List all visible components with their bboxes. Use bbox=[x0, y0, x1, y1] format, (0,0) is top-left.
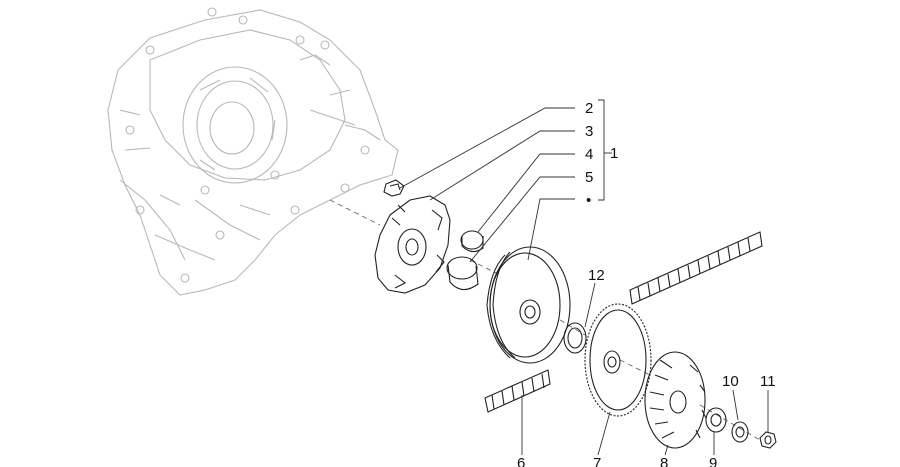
label-9: 9 bbox=[709, 455, 717, 467]
label-7: 7 bbox=[593, 455, 601, 467]
label-1: 1 bbox=[610, 145, 618, 162]
label-12: 12 bbox=[588, 267, 605, 284]
part-6-belt bbox=[484, 231, 763, 413]
label-4: 4 bbox=[585, 146, 593, 163]
part-5-bushing bbox=[446, 256, 479, 291]
label-8: 8 bbox=[660, 455, 668, 467]
part-3-ramp-plate bbox=[374, 195, 451, 294]
part-9-bearing bbox=[705, 407, 727, 433]
label-5: 5 bbox=[585, 169, 593, 186]
part-8-fan bbox=[644, 351, 707, 449]
leader-lines bbox=[399, 99, 769, 456]
part-11-nut bbox=[759, 431, 777, 449]
crankcase-housing bbox=[107, 7, 399, 296]
axis-line bbox=[329, 199, 761, 441]
kit-marker: • bbox=[586, 192, 591, 209]
pulley-half bbox=[486, 246, 571, 364]
label-11: 11 bbox=[760, 373, 776, 390]
label-10: 10 bbox=[722, 373, 739, 390]
part-12-washer bbox=[563, 322, 587, 354]
part-2-clip bbox=[383, 179, 405, 197]
part-10-washer bbox=[731, 421, 749, 443]
label-3: 3 bbox=[585, 123, 593, 140]
part-4-roller bbox=[460, 230, 484, 253]
label-6: 6 bbox=[517, 455, 525, 467]
part-7-gear bbox=[584, 303, 652, 417]
label-2: 2 bbox=[585, 100, 593, 117]
